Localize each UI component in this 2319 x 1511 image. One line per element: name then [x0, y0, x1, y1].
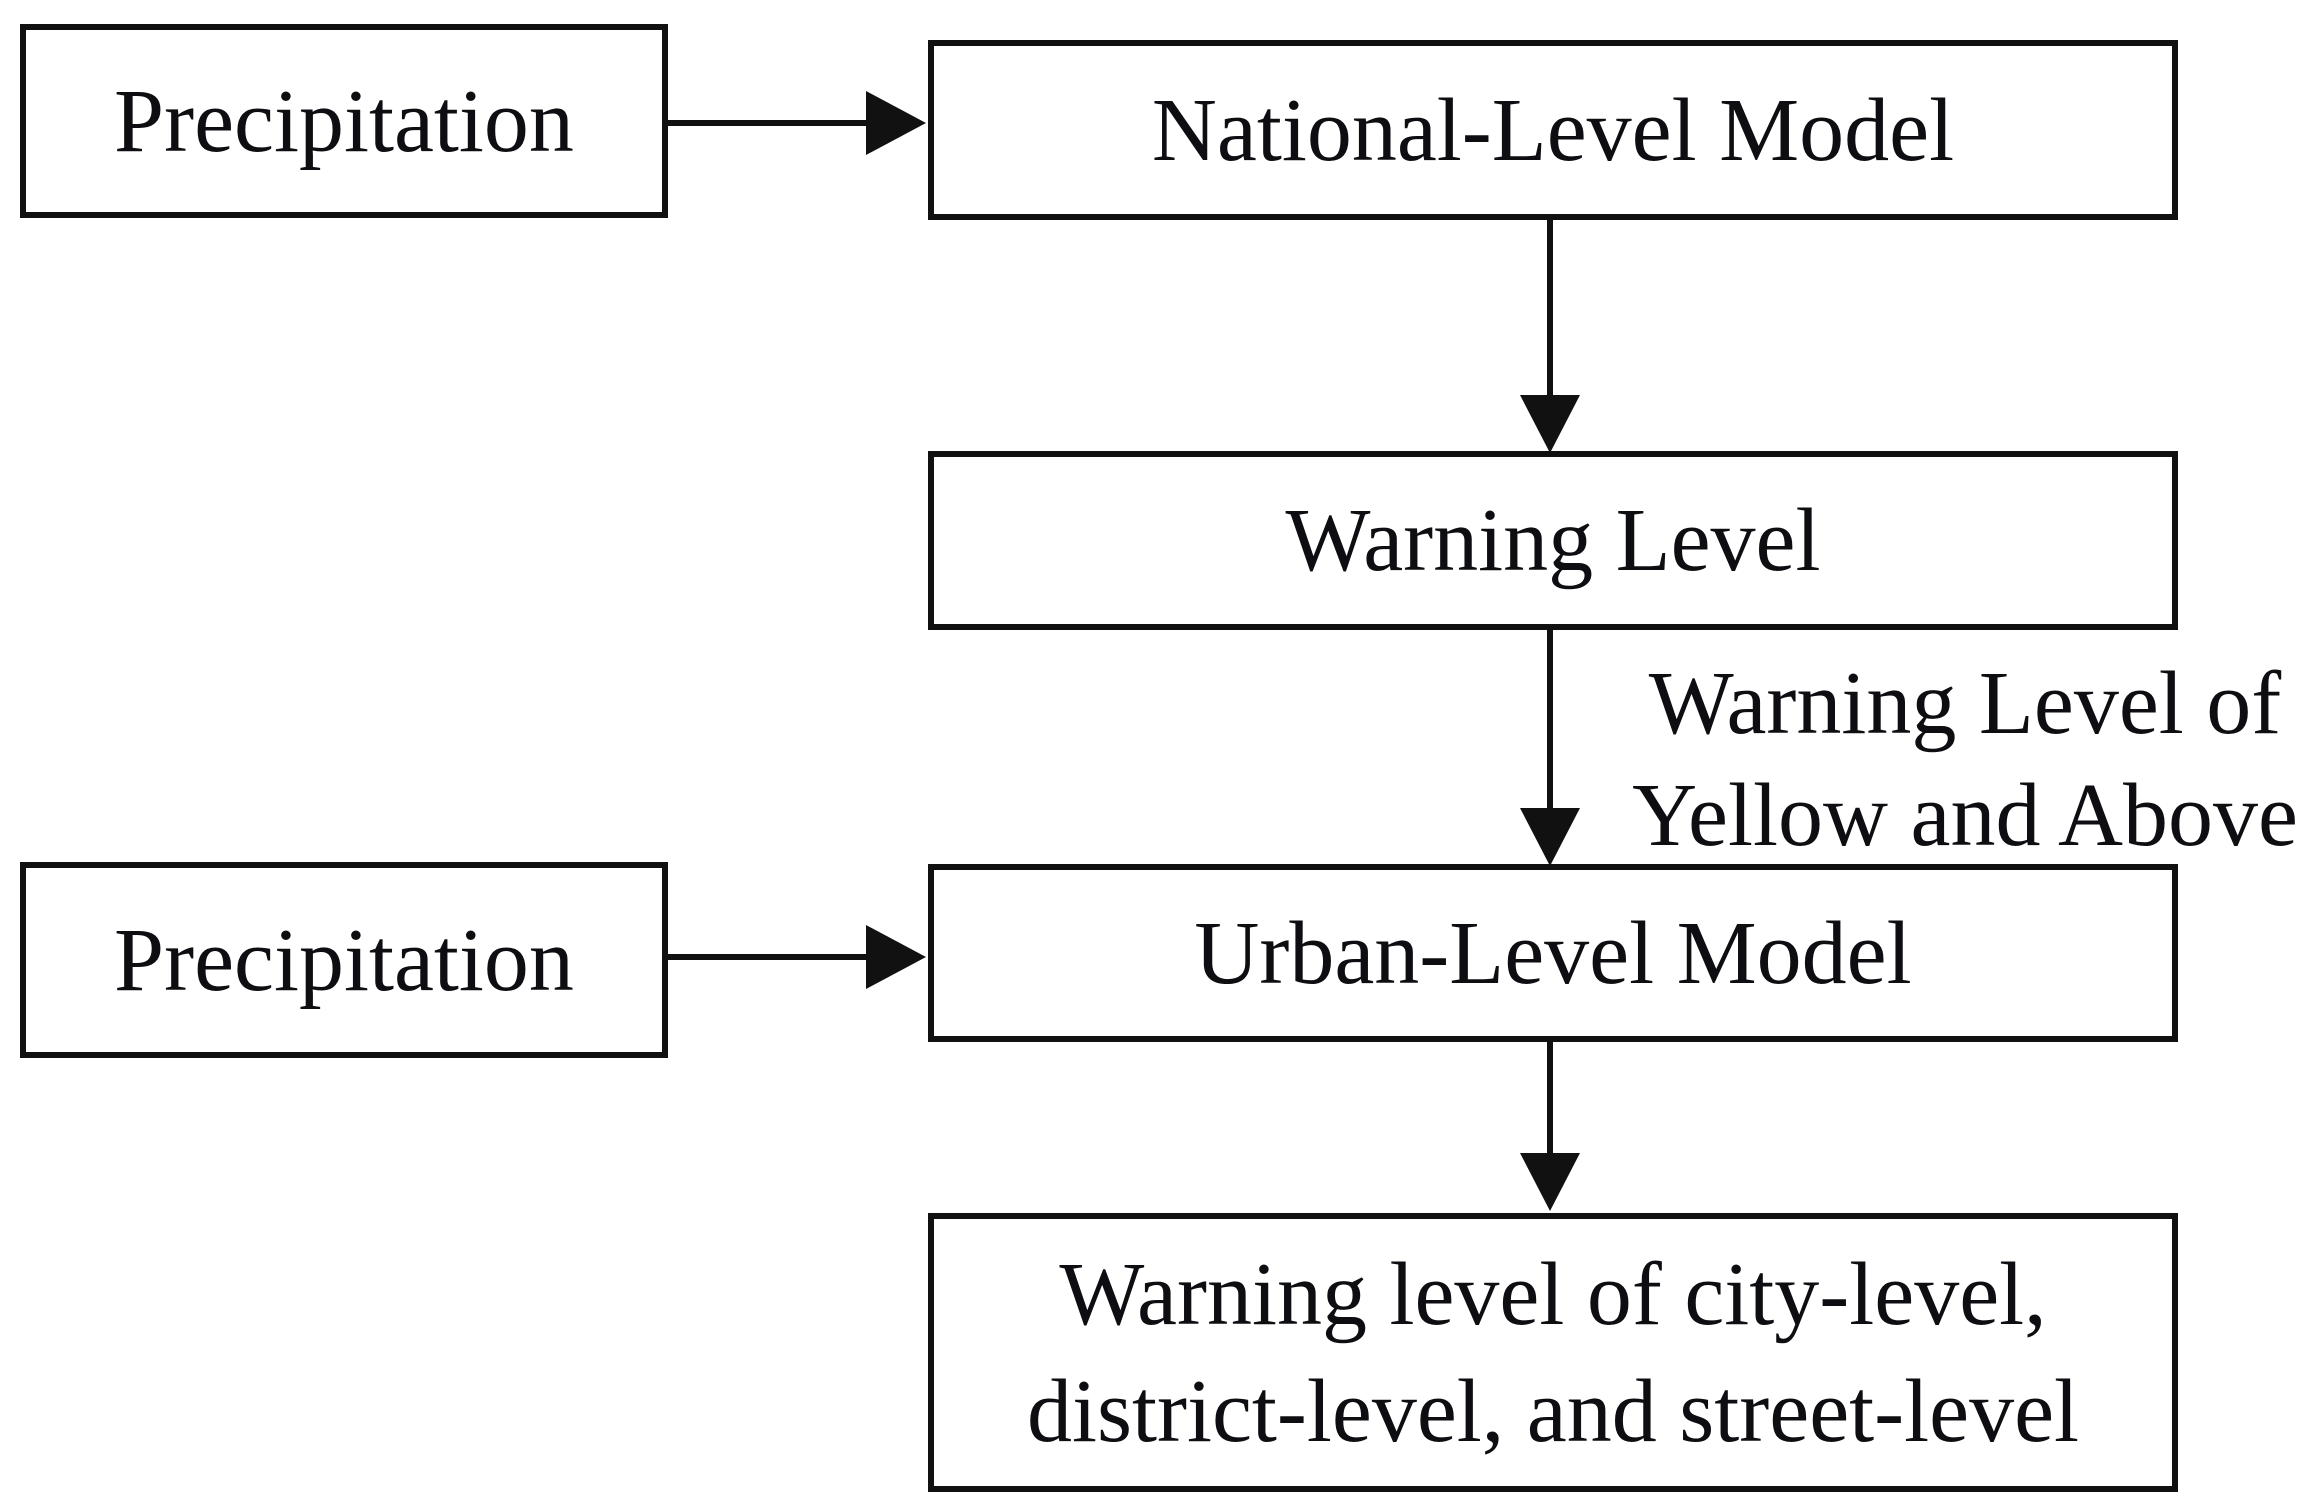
node-output-warning-levels-line1: Warning level of city-level,: [1059, 1244, 2047, 1344]
arrowhead-right-icon: [866, 91, 926, 155]
edge-label-line1: Warning Level of: [1648, 654, 2282, 753]
node-precipitation-bottom-label: Precipitation: [114, 910, 574, 1010]
node-precipitation-top: Precipitation: [20, 24, 668, 218]
edge-label-warning-yellow-and-above: Warning Level of Yellow and Above: [1610, 648, 2319, 872]
arrow-precip-bottom-to-urban: [668, 925, 926, 989]
edge-label-line2: Yellow and Above: [1632, 766, 2298, 865]
arrow-national-to-warning-level: [1520, 220, 1580, 453]
node-precipitation-bottom: Precipitation: [20, 862, 668, 1058]
node-warning-level: Warning Level: [928, 451, 2178, 630]
arrow-urban-to-output: [1520, 1042, 1580, 1211]
node-national-level-model-label: National-Level Model: [1151, 80, 1955, 180]
arrowhead-right-icon: [866, 925, 926, 989]
node-output-warning-levels: Warning level of city-level, district-le…: [928, 1213, 2178, 1492]
node-urban-level-model-label: Urban-Level Model: [1194, 903, 1912, 1003]
node-warning-level-label: Warning Level: [1285, 491, 1821, 590]
node-urban-level-model: Urban-Level Model: [928, 864, 2178, 1042]
arrow-precip-top-to-national: [668, 91, 926, 155]
arrowhead-down-icon: [1520, 395, 1580, 453]
node-output-warning-levels-line2: district-level, and street-level: [1026, 1361, 2080, 1461]
node-national-level-model: National-Level Model: [928, 40, 2178, 220]
node-precipitation-top-label: Precipitation: [114, 71, 574, 171]
arrowhead-down-icon: [1520, 1153, 1580, 1211]
arrow-warning-level-to-urban: [1520, 630, 1580, 866]
arrowhead-down-icon: [1520, 808, 1580, 866]
